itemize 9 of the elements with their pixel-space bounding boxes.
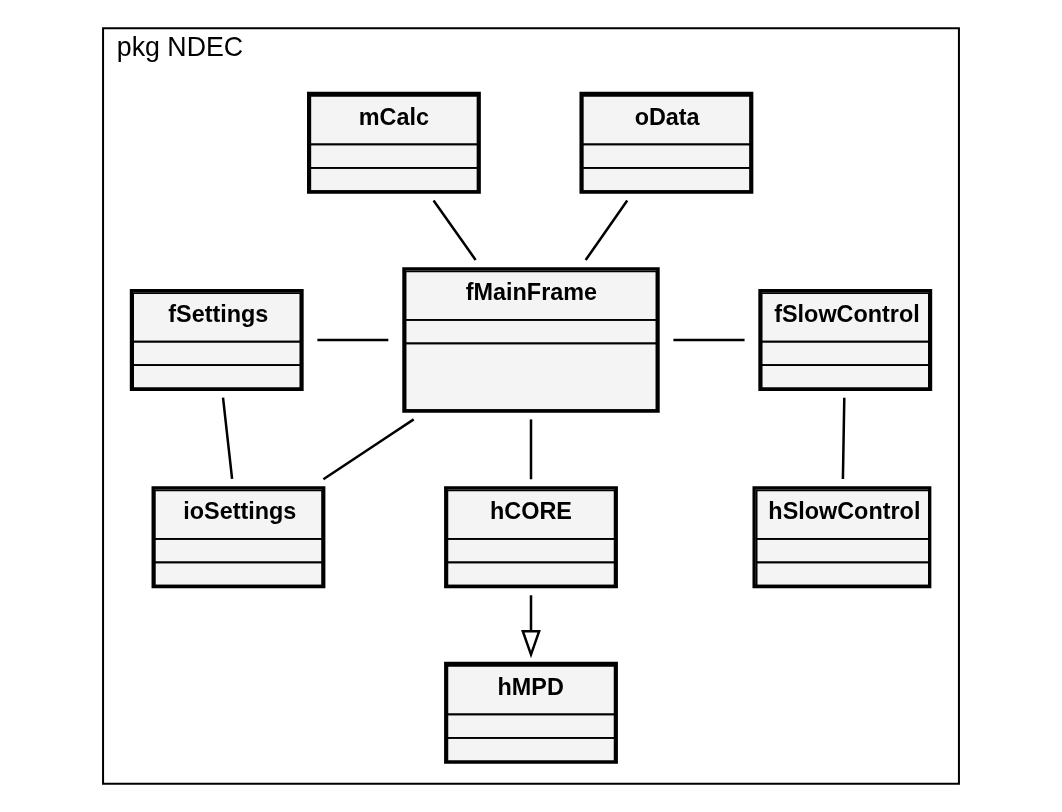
connector	[221, 397, 234, 480]
connector	[432, 199, 477, 261]
arrow	[521, 595, 541, 659]
connector	[841, 397, 846, 479]
connector	[322, 418, 415, 481]
connector	[317, 338, 389, 342]
connector	[529, 419, 533, 480]
connector	[673, 338, 745, 342]
connector	[584, 199, 629, 261]
